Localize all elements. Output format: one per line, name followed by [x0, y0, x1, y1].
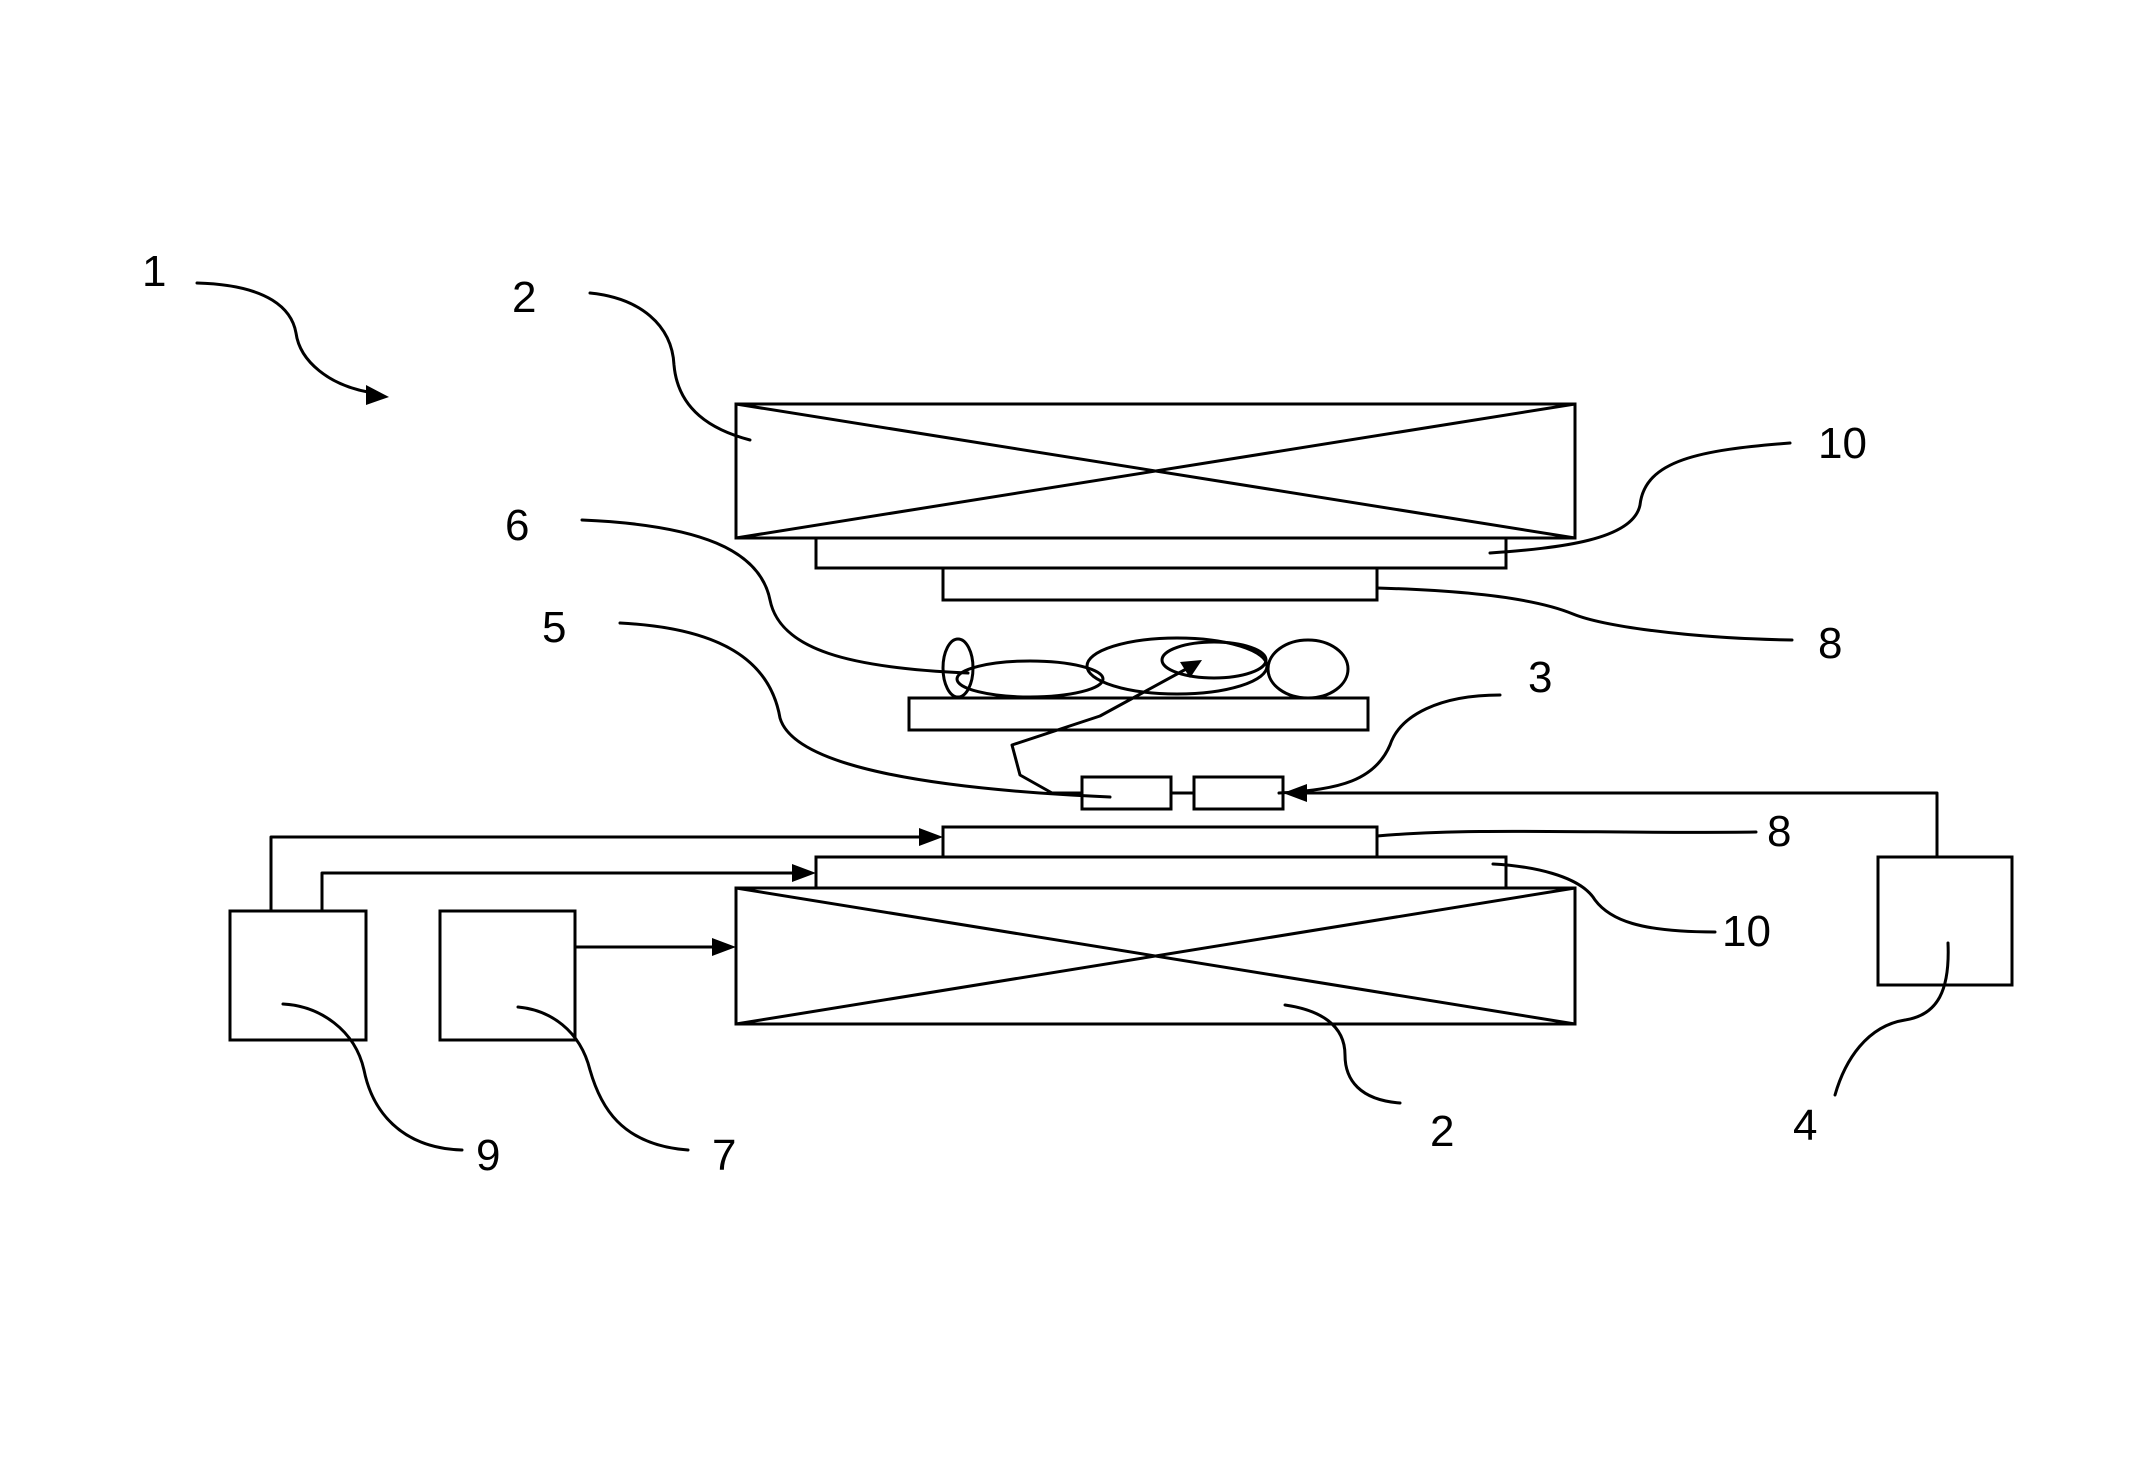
controller-box: [230, 911, 366, 1040]
upper-magnet: [736, 404, 1575, 538]
label-8-lower: 8: [1767, 807, 1791, 856]
label-10-lower: 10: [1722, 907, 1771, 956]
label-8-upper: 8: [1818, 619, 1842, 668]
arrow-power-to-magnet: [575, 938, 736, 956]
lower-gradient-coil: [943, 827, 1377, 857]
label-2-lower: 2: [1430, 1107, 1454, 1156]
system-arrow: [197, 283, 389, 405]
upper-gradient-coil: [943, 568, 1377, 600]
upper-shim-plate: [816, 538, 1506, 568]
lower-magnet: [736, 888, 1575, 1024]
label-3: 3: [1528, 653, 1552, 702]
arrow-rf-to-applicator: [1283, 784, 1937, 857]
label-5: 5: [542, 603, 566, 652]
patient-body: [943, 638, 1348, 698]
label-1: 1: [142, 247, 166, 296]
lower-shim-plate: [816, 857, 1506, 888]
label-4: 4: [1793, 1101, 1817, 1150]
label-9: 9: [476, 1131, 500, 1180]
applicator-right-block: [1194, 777, 1283, 809]
label-2-upper: 2: [512, 273, 536, 322]
rf-source-box: [1878, 857, 2012, 985]
applicator-left-block: [1082, 777, 1171, 809]
label-7: 7: [712, 1131, 736, 1180]
label-10-upper: 10: [1818, 419, 1867, 468]
label-6: 6: [505, 501, 529, 550]
patient-table: [909, 698, 1368, 730]
